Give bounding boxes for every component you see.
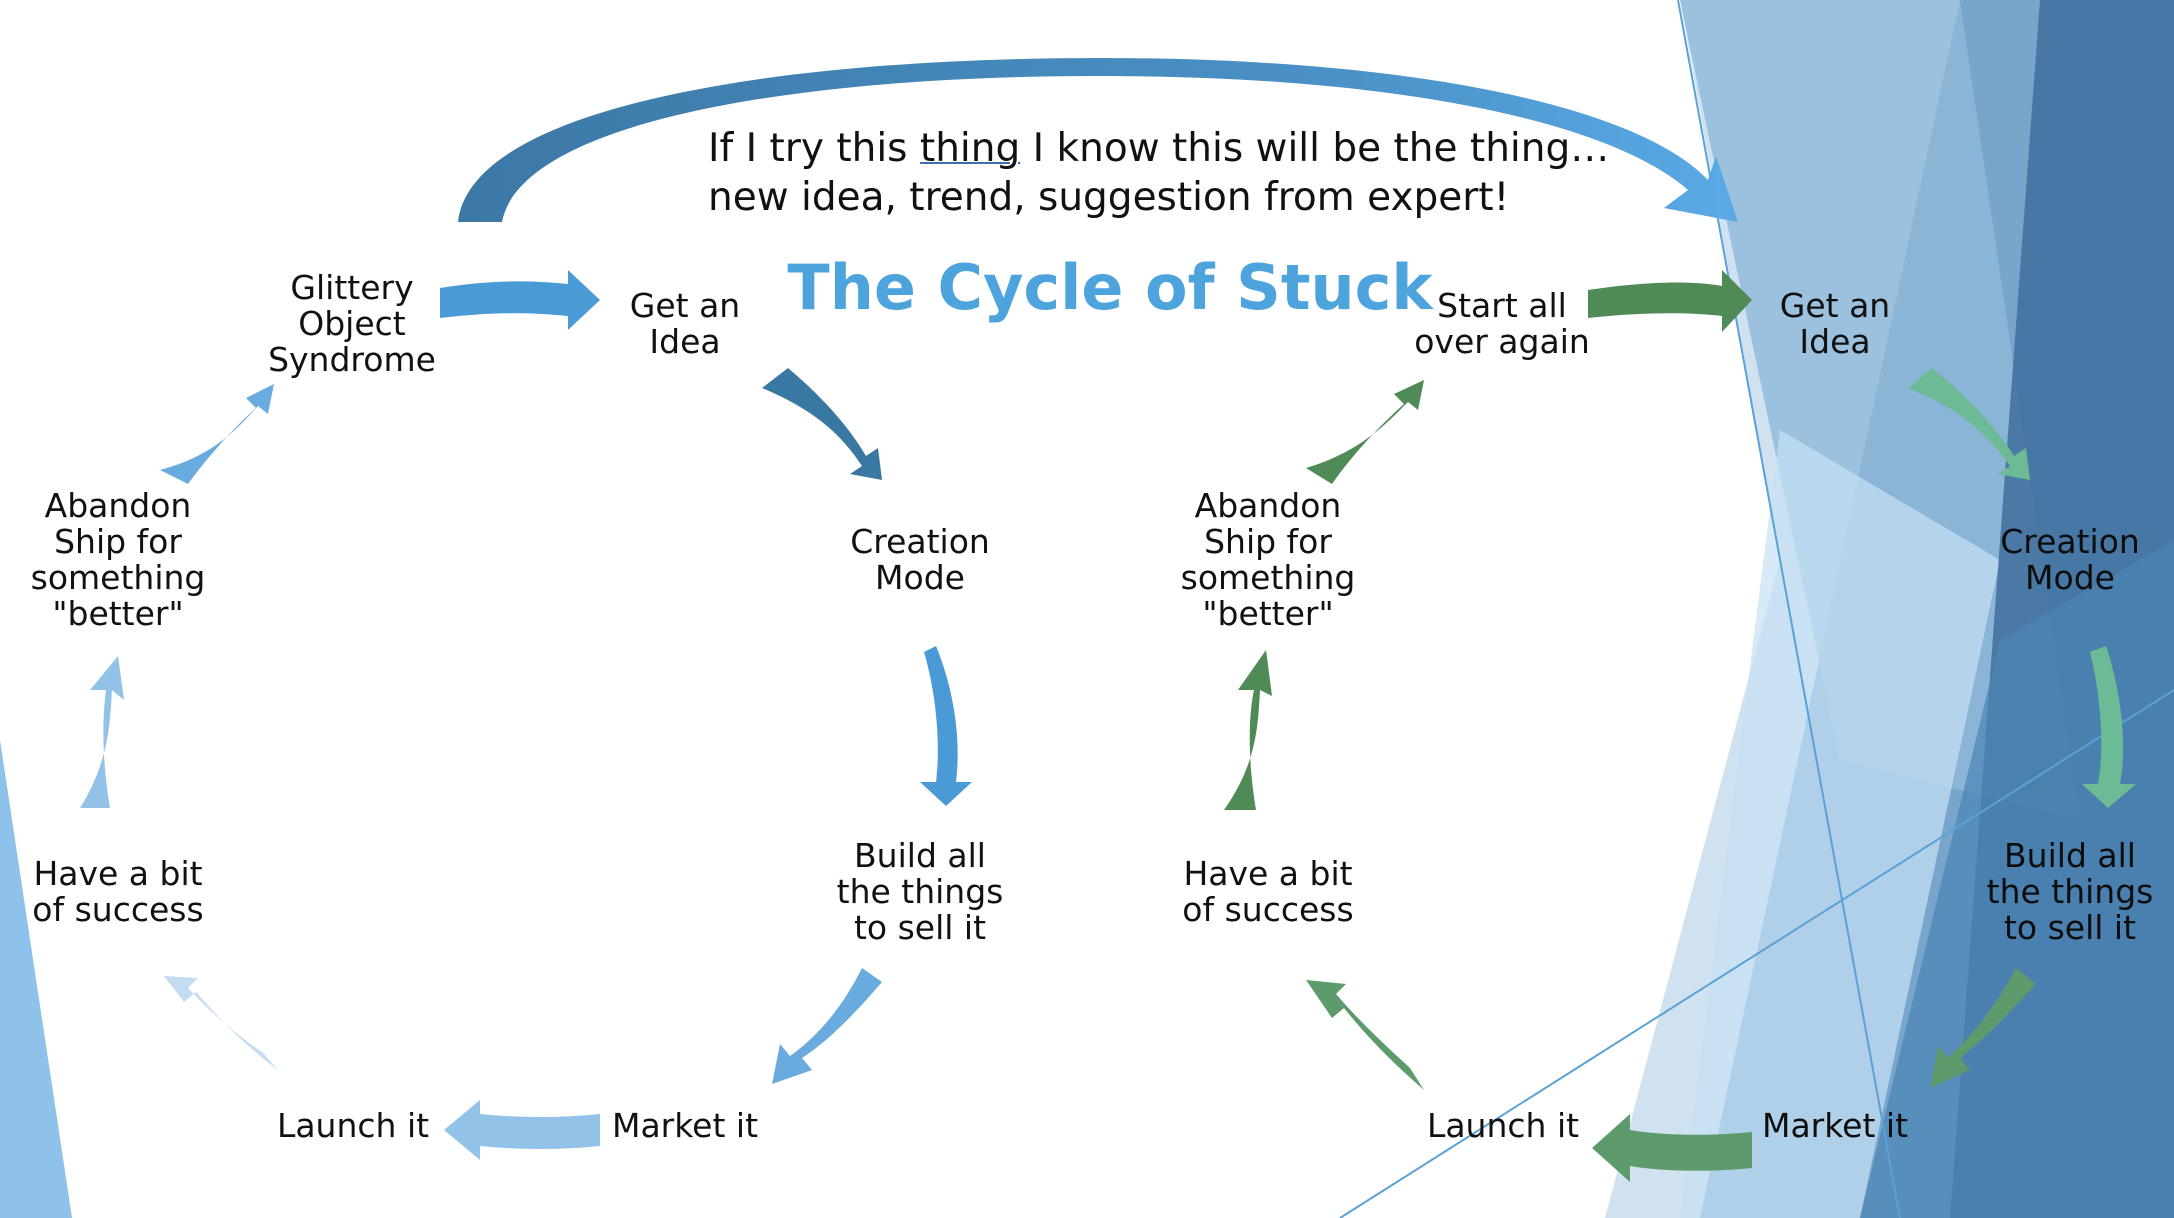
blue-arrow [444, 1100, 600, 1160]
green-abandon-ship-label: Abandon Ship for something "better" [1180, 486, 1356, 633]
blue-build-things-label: Build all the things to sell it [836, 836, 1004, 947]
green-have-success-label: Have a bit of success [1182, 854, 1354, 929]
quote-line-1: If I try this thing I know this will be … [708, 124, 1668, 173]
green-arrow [1930, 968, 2036, 1088]
blue-have-success-label: Have a bit of success [32, 854, 204, 929]
blue-arrow [160, 384, 274, 484]
green-arrow [1592, 1114, 1752, 1182]
green-market-it-label: Market it [1761, 1106, 1909, 1145]
green-arrow [1224, 650, 1272, 810]
decor-panel [1680, 430, 2000, 1218]
diagram-title: The Cycle of Stuck [787, 251, 1433, 324]
green-build-things-label: Build all the things to sell it [1986, 836, 2154, 947]
blue-arrow [772, 968, 882, 1084]
green-arrow [1588, 270, 1752, 332]
blue-cycle-arrows [80, 270, 972, 1160]
blue-glittery-object-label: Glittery Object Syndrome [268, 268, 436, 379]
blue-arrow [762, 368, 882, 480]
green-arrow [1306, 380, 1424, 484]
green-arrow [1908, 368, 2030, 480]
decor-line [1339, 689, 2174, 1218]
blue-arrow [440, 270, 600, 330]
blue-creation-mode-label: Creation Mode [850, 522, 990, 597]
green-arrow [1306, 980, 1424, 1090]
blue-arrow [80, 656, 124, 808]
blue-arrow [920, 646, 972, 806]
right-decor-panels [1339, 0, 2174, 1218]
green-launch-it-label: Launch it [1426, 1106, 1580, 1145]
quote-underlined-word: thing [919, 126, 1021, 171]
green-arrow [2082, 646, 2136, 808]
blue-market-it-label: Market it [611, 1106, 759, 1145]
intro-quote: If I try this thing I know this will be … [708, 124, 1668, 222]
quote-line-1-start: If I try this [708, 126, 920, 171]
blue-abandon-ship-label: Abandon Ship for something "better" [30, 486, 206, 633]
blue-get-idea-label: Get an Idea [629, 286, 741, 361]
green-creation-mode-label: Creation Mode [2000, 522, 2140, 597]
left-decor-strip [0, 740, 72, 1218]
green-start-over-label: Start all over again [1414, 286, 1590, 361]
quote-line-1-end: I know this will be the thing… [1020, 126, 1610, 171]
blue-arrow [164, 976, 278, 1070]
green-get-idea-label: Get an Idea [1779, 286, 1891, 361]
blue-launch-it-label: Launch it [276, 1106, 430, 1145]
quote-line-2: new idea, trend, suggestion from expert! [708, 175, 1510, 220]
green-cycle-arrows [1224, 270, 2136, 1182]
